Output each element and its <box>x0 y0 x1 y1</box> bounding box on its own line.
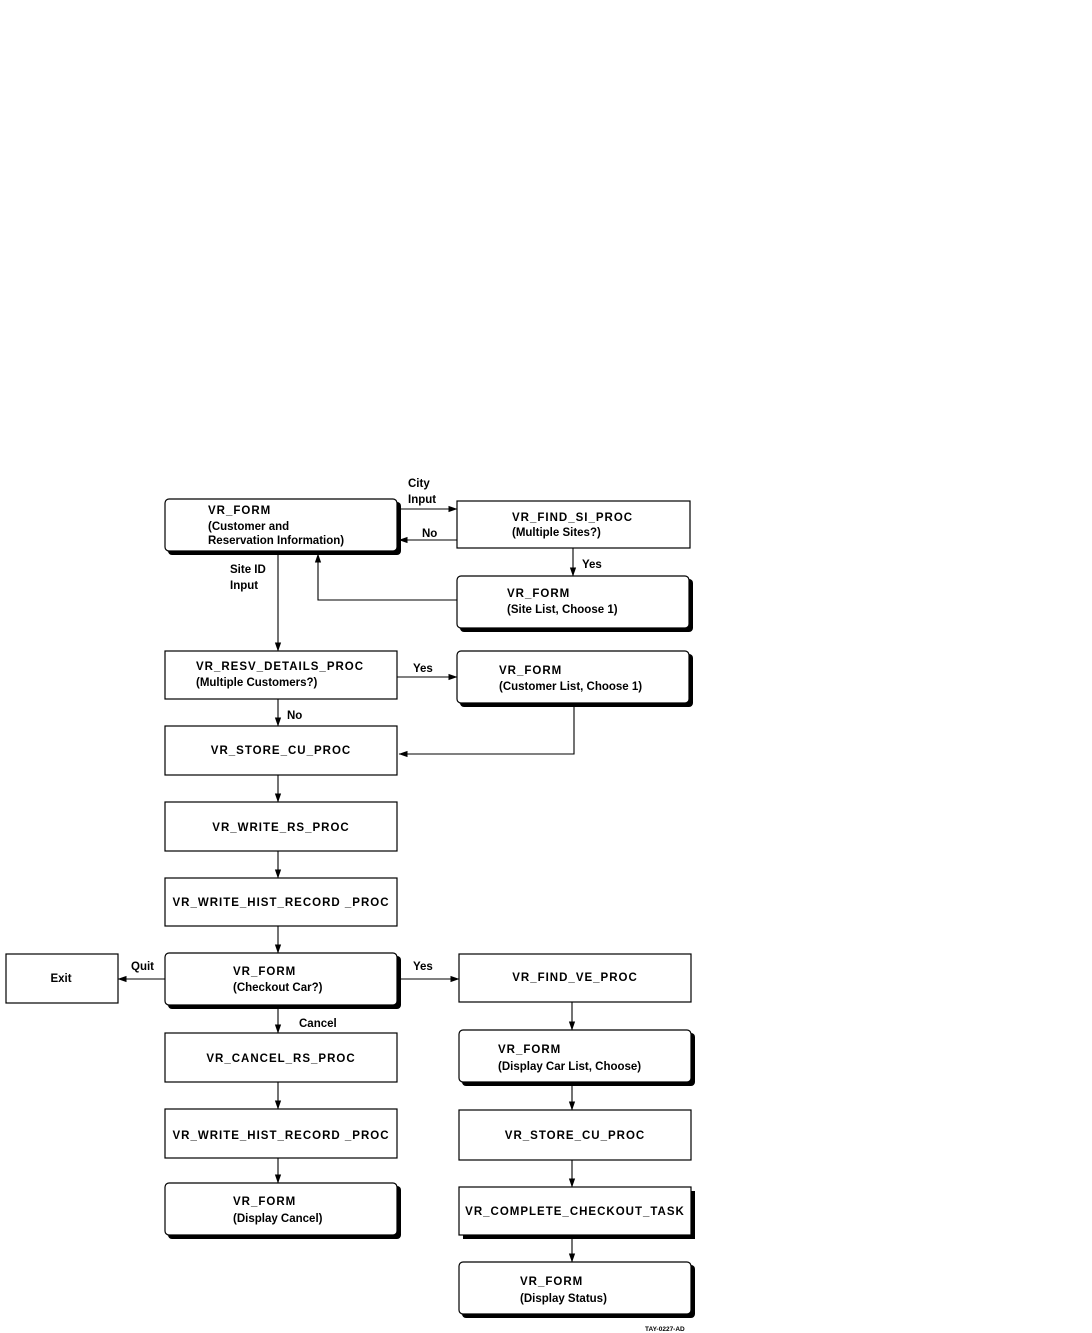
label-yes-sites: Yes <box>582 559 602 571</box>
node-vr-resv-details-proc: VR_RESV_DETAILS_PROC (Multiple Customers… <box>164 650 398 700</box>
node-subtitle: (Display Cancel) <box>233 1213 323 1225</box>
node-title: Exit <box>50 973 71 985</box>
node-title: VR_FORM <box>499 665 562 677</box>
node-title: VR_FORM <box>233 1196 296 1208</box>
edge-labels: City Input No Yes Site ID Input Yes No Q… <box>131 478 602 1030</box>
label-no-customers: No <box>287 710 302 722</box>
node-title: VR_FORM <box>233 966 296 978</box>
node-exit: Exit <box>5 953 119 1004</box>
label-city: City <box>408 478 430 490</box>
node-subtitle: (Display Status) <box>520 1293 607 1305</box>
node-title: VR_WRITE_HIST_RECORD _PROC <box>172 897 389 909</box>
node-vr-form-display-status: VR_FORM (Display Status) <box>458 1261 695 1318</box>
label-no-sites: No <box>422 528 437 540</box>
node-title: VR_FIND_VE_PROC <box>512 972 638 984</box>
node-vr-form-display-cancel: VR_FORM (Display Cancel) <box>164 1182 401 1239</box>
label-cancel: Cancel <box>299 1018 337 1030</box>
node-subtitle: (Customer and <box>208 521 289 533</box>
node-subtitle: (Multiple Sites?) <box>512 527 601 539</box>
node-title: VR_WRITE_HIST_RECORD _PROC <box>172 1130 389 1142</box>
node-vr-write-hist-record-proc-1: VR_WRITE_HIST_RECORD _PROC <box>164 877 398 927</box>
node-vr-find-si-proc: VR_FIND_SI_PROC (Multiple Sites?) <box>456 500 691 549</box>
node-vr-store-cu-proc-2: VR_STORE_CU_PROC <box>458 1109 692 1161</box>
node-title: VR_FORM <box>507 588 570 600</box>
label-input-site: Input <box>230 580 258 592</box>
node-title: VR_FIND_SI_PROC <box>512 512 633 524</box>
node-title: VR_CANCEL_RS_PROC <box>206 1053 355 1065</box>
node-title: VR_STORE_CU_PROC <box>505 1130 645 1142</box>
node-title: VR_STORE_CU_PROC <box>211 745 351 757</box>
node-subtitle-2: Reservation Information) <box>208 535 344 547</box>
node-vr-complete-checkout-task: VR_COMPLETE_CHECKOUT_TASK <box>458 1186 695 1239</box>
node-vr-form-customer-reservation: VR_FORM (Customer and Reservation Inform… <box>164 498 401 555</box>
node-vr-form-site-list: VR_FORM (Site List, Choose 1) <box>456 575 693 632</box>
edge-customer-list-to-store-cu <box>398 705 575 758</box>
node-title: VR_COMPLETE_CHECKOUT_TASK <box>465 1206 685 1218</box>
node-subtitle: (Checkout Car?) <box>233 982 323 994</box>
label-yes-checkout: Yes <box>413 961 433 973</box>
figure-code: TAY-0227-AD <box>645 1326 685 1333</box>
node-title: VR_WRITE_RS_PROC <box>212 822 349 834</box>
edge-site-list-to-form <box>314 553 457 601</box>
label-yes-customers: Yes <box>413 663 433 675</box>
label-input-city: Input <box>408 494 436 506</box>
node-vr-write-hist-record-proc-2: VR_WRITE_HIST_RECORD _PROC <box>164 1108 398 1159</box>
node-subtitle: (Display Car List, Choose) <box>498 1061 641 1073</box>
node-vr-store-cu-proc-1: VR_STORE_CU_PROC <box>164 725 398 776</box>
node-subtitle: (Site List, Choose 1) <box>507 604 618 616</box>
node-vr-form-checkout-car: VR_FORM (Checkout Car?) <box>164 952 401 1009</box>
node-title: VR_FORM <box>520 1276 583 1288</box>
node-vr-find-ve-proc: VR_FIND_VE_PROC <box>458 953 692 1003</box>
node-title: VR_FORM <box>498 1044 561 1056</box>
node-vr-cancel-rs-proc: VR_CANCEL_RS_PROC <box>164 1032 398 1083</box>
node-vr-form-customer-list: VR_FORM (Customer List, Choose 1) <box>456 650 693 707</box>
node-title: VR_RESV_DETAILS_PROC <box>196 661 364 673</box>
label-site-id: Site ID <box>230 564 266 576</box>
edges <box>117 505 577 1263</box>
node-subtitle: (Customer List, Choose 1) <box>499 681 642 693</box>
node-subtitle: (Multiple Customers?) <box>196 677 318 689</box>
node-vr-write-rs-proc: VR_WRITE_RS_PROC <box>164 801 398 852</box>
node-title: VR_FORM <box>208 505 271 517</box>
label-quit: Quit <box>131 961 154 973</box>
node-vr-form-car-list: VR_FORM (Display Car List, Choose) <box>458 1029 695 1086</box>
